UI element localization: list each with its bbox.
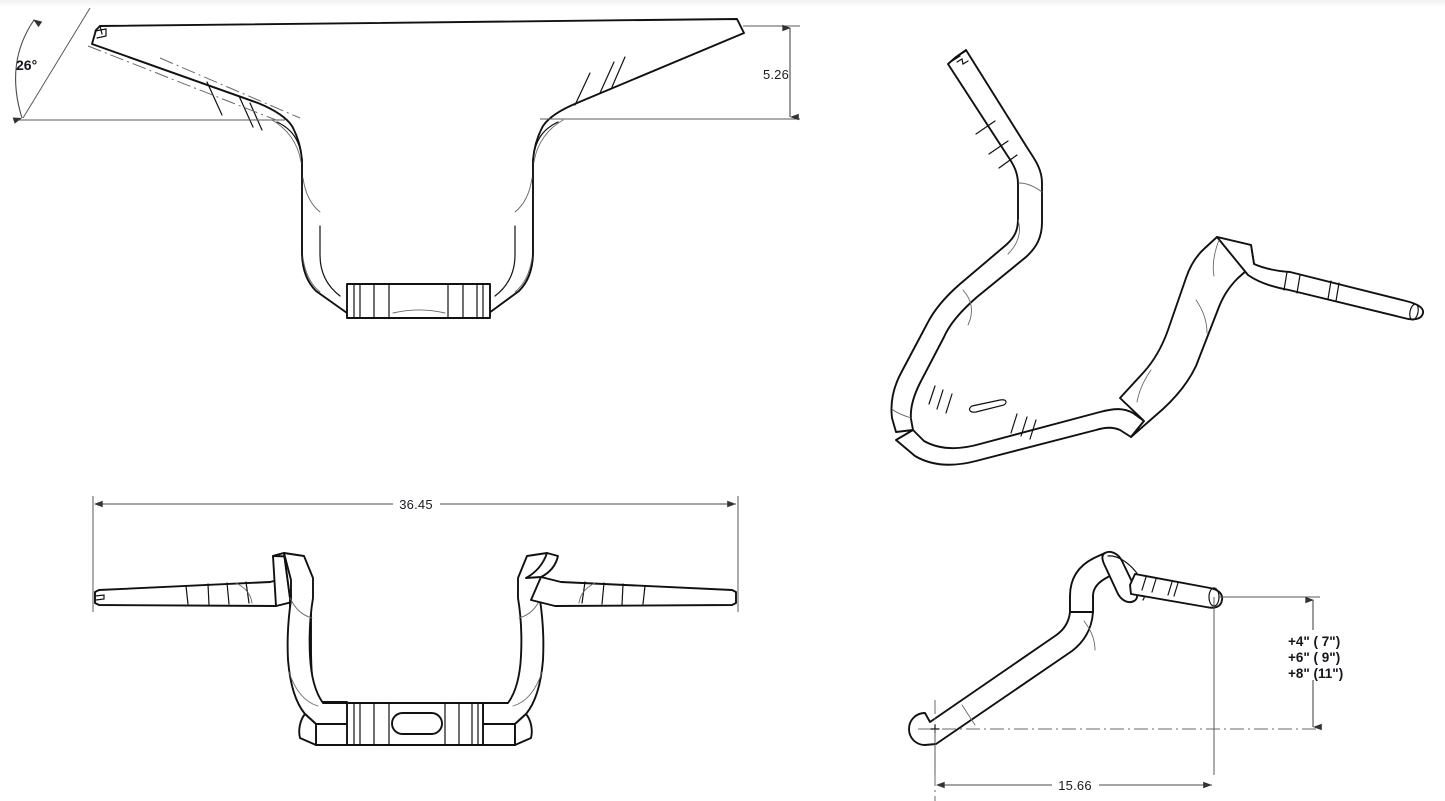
side-grip-extension-line — [934, 596, 1320, 775]
grip-rise-label: 5.26 — [763, 67, 789, 82]
front-elevation-view: 26° 5.26 — [12, 7, 800, 319]
top-left-riser-profile — [283, 552, 349, 725]
dimension-grip-rise: 5.26 — [540, 24, 800, 121]
top-center-clamp — [346, 702, 484, 746]
iso-wiring-slot — [968, 399, 1007, 413]
top-left-grip-bands — [207, 581, 253, 606]
isometric-3d-view — [890, 49, 1424, 466]
top-right-grip-bands — [578, 581, 624, 606]
side-grip-tube — [1129, 573, 1224, 609]
tube-seam-lines-front — [276, 121, 559, 297]
right-grip-bands-front — [574, 56, 626, 106]
handlebar-outline-front — [91, 18, 745, 319]
iso-right-seams — [1136, 239, 1220, 403]
overall-width-label: 36.45 — [399, 497, 433, 512]
iso-left-grip-end — [948, 50, 969, 65]
iso-left-riser-seams — [891, 182, 1043, 419]
wiring-slot-top-view — [391, 712, 443, 735]
rise-option-2: +6" ( 9") — [1288, 650, 1340, 665]
side-lower-arm — [908, 595, 1096, 746]
sheet-top-edge — [0, 0, 1445, 6]
top-right-grip — [530, 576, 737, 607]
iso-clamp-rings — [928, 385, 1037, 440]
left-bend-arcs-front — [271, 119, 321, 293]
rise-option-1: +4" ( 7") — [1288, 634, 1340, 649]
top-plan-view: 36.45 — [92, 496, 739, 746]
left-grip-bands-front — [206, 81, 263, 131]
pullback-label: 15.66 — [1058, 778, 1092, 793]
dimension-grip-angle: 26° — [12, 7, 285, 124]
top-right-riser-profile — [482, 552, 548, 725]
dimension-rise-options: +4" ( 7") +6" ( 9") +8" (11") — [1283, 596, 1361, 731]
iso-right-arm — [1119, 236, 1255, 438]
dimension-overall-width: 36.45 — [92, 496, 739, 612]
right-bend-arcs-front — [514, 119, 564, 293]
top-right-riser — [525, 552, 559, 579]
iso-left-grip-bands — [975, 120, 1018, 169]
grip-axis-centerlines-front — [87, 45, 301, 121]
iso-right-grip — [1216, 236, 1424, 321]
angle-label: 26° — [16, 57, 37, 73]
iso-left-arm — [890, 49, 1043, 433]
side-profile-view: +4" ( 7") +6" ( 9") +8" (11") 15.66 — [908, 550, 1361, 801]
iso-center-clamp — [895, 408, 1145, 466]
left-grip-end-notch — [94, 25, 107, 39]
side-upper-neck — [1069, 552, 1117, 613]
center-clamp-front — [346, 283, 491, 319]
top-left-grip — [94, 576, 301, 607]
dimension-pullback: 15.66 — [935, 777, 1212, 793]
rise-option-3: +8" (11") — [1288, 666, 1343, 681]
